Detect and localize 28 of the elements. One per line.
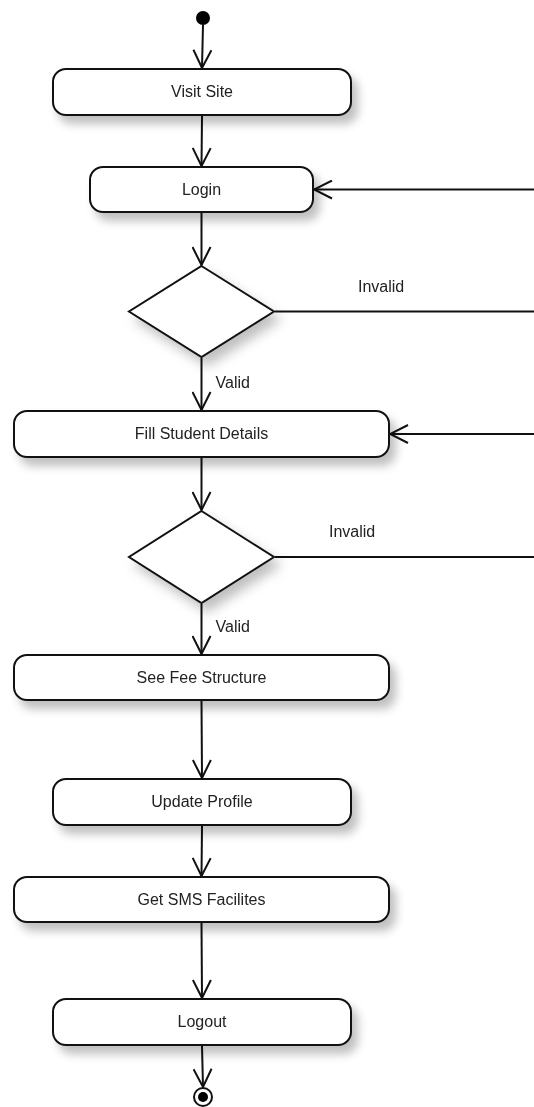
activity-box bbox=[89, 166, 314, 213]
arrow bbox=[191, 700, 212, 779]
arrow bbox=[191, 922, 212, 999]
activity-box bbox=[13, 654, 390, 701]
activity-label: Logout bbox=[177, 1013, 227, 1031]
activity-box bbox=[13, 410, 390, 458]
arrow bbox=[192, 24, 213, 69]
arrow bbox=[191, 212, 212, 266]
activity-label: Visit Site bbox=[171, 83, 233, 101]
arrow bbox=[191, 603, 212, 655]
arrow bbox=[192, 1045, 213, 1088]
activity-box bbox=[52, 778, 352, 826]
arrow bbox=[191, 115, 212, 167]
arrow bbox=[191, 825, 212, 877]
activity-box bbox=[52, 998, 352, 1046]
activity-label: Login bbox=[181, 180, 222, 199]
arrow bbox=[191, 457, 212, 511]
activity-box bbox=[52, 68, 352, 116]
arrow bbox=[313, 179, 534, 200]
activity-label: See Fee Structure bbox=[136, 668, 267, 687]
connector-line bbox=[274, 556, 534, 558]
activity-label: Update Profile bbox=[151, 793, 253, 811]
arrow bbox=[191, 357, 212, 411]
activity-box bbox=[13, 876, 390, 923]
activity-label: Fill Student Details bbox=[134, 425, 269, 443]
activity-label: Get SMS Facilites bbox=[137, 890, 266, 909]
arrow bbox=[389, 424, 534, 444]
connector-line bbox=[274, 310, 534, 313]
